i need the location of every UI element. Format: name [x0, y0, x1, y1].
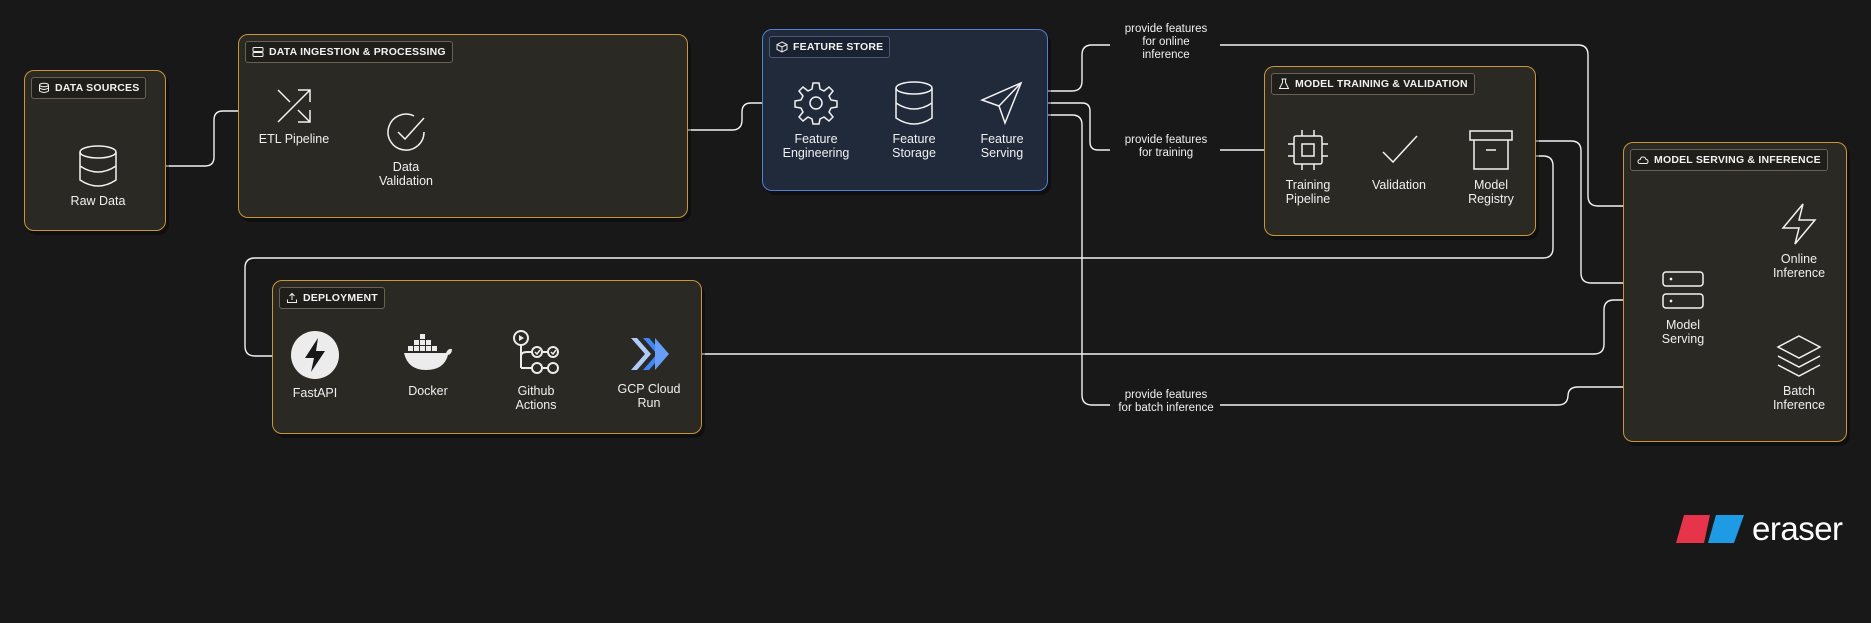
eraser-logo-text: eraser: [1752, 510, 1843, 547]
shuffle-icon: [277, 89, 311, 123]
node-label: GCP Cloud Run: [617, 382, 681, 410]
send-icon: [979, 81, 1023, 126]
node-feature-engineering[interactable]: Feature Engineering: [776, 80, 856, 160]
edge-label-online-inference: provide features for online inference: [1112, 23, 1220, 62]
server-icon: [1662, 271, 1704, 309]
database-icon: [39, 82, 49, 93]
node-label: Batch Inference: [1772, 384, 1826, 412]
node-label: Feature Storage: [892, 132, 936, 160]
node-batch-inference[interactable]: Batch Inference: [1759, 334, 1839, 412]
node-feature-serving[interactable]: Feature Serving: [962, 80, 1042, 160]
edge-cloudrun-to-serving: [674, 300, 1662, 355]
group-data-ingestion: DATA INGESTION & PROCESSING: [238, 34, 688, 218]
fastapi-icon: [291, 331, 339, 379]
group-title: DEPLOYMENT: [279, 287, 385, 309]
edge-registry-to-serving: [1515, 140, 1662, 283]
edge-raw-to-etl: [122, 111, 270, 167]
box-icon: [776, 41, 788, 53]
database-icon: [79, 145, 117, 187]
cloud-icon: [1637, 156, 1649, 164]
group-title-text: DEPLOYMENT: [303, 292, 378, 304]
node-label: Training Pipeline: [1285, 178, 1331, 206]
edge-label-training: provide features for training: [1112, 134, 1220, 160]
group-model-training: MODEL TRAINING & VALIDATION: [1264, 66, 1536, 236]
cpu-icon: [1288, 130, 1328, 170]
edge-label-batch-inference: provide features for batch inference: [1112, 389, 1220, 415]
group-deployment: DEPLOYMENT: [272, 280, 702, 434]
node-model-serving[interactable]: Model Serving: [1643, 270, 1723, 346]
edge-serving-to-training: [1027, 102, 1110, 151]
node-docker[interactable]: Docker: [388, 330, 468, 398]
group-title: DATA INGESTION & PROCESSING: [245, 41, 453, 63]
upload-icon: [287, 292, 297, 303]
group-title-text: DATA INGESTION & PROCESSING: [269, 46, 446, 58]
github-actions-icon: [513, 330, 559, 374]
docker-icon: [404, 334, 452, 370]
node-github-actions[interactable]: Github Actions: [496, 328, 576, 412]
check-circle-icon: [387, 113, 425, 151]
group-title-text: DATA SOURCES: [55, 82, 140, 94]
group-title-text: MODEL SERVING & INFERENCE: [1654, 154, 1821, 166]
node-label: Github Actions: [515, 384, 557, 412]
node-label: Raw Data: [70, 194, 126, 208]
node-gcp-cloud-run[interactable]: GCP Cloud Run: [609, 332, 689, 410]
node-etl-pipeline[interactable]: ETL Pipeline: [254, 86, 334, 146]
group-title: DATA SOURCES: [31, 77, 147, 99]
eraser-logo: eraser: [1676, 510, 1843, 548]
node-label: Model Registry: [1468, 178, 1514, 206]
edge-serving-to-online: [1027, 44, 1110, 92]
group-model-serving: MODEL SERVING & INFERENCE: [1623, 142, 1847, 442]
node-feature-storage[interactable]: Feature Storage: [874, 80, 954, 160]
server-icon: [252, 47, 264, 57]
group-title: MODEL SERVING & INFERENCE: [1630, 149, 1828, 171]
node-label: Feature Engineering: [782, 132, 850, 160]
zap-icon: [1781, 203, 1817, 245]
flask-icon: [1278, 78, 1290, 89]
gear-icon: [794, 82, 838, 125]
database-icon: [895, 81, 933, 125]
group-title: FEATURE STORE: [769, 36, 891, 58]
node-label: Data Validation: [379, 160, 433, 188]
node-label: Feature Serving: [980, 132, 1024, 160]
node-raw-data[interactable]: Raw Data: [58, 144, 138, 208]
node-label: Online Inference: [1772, 252, 1826, 280]
group-title-text: FEATURE STORE: [793, 41, 884, 53]
edge-registry-to-fastapi: [244, 155, 1554, 356]
check-icon: [1382, 135, 1418, 164]
node-fastapi[interactable]: FastAPI: [275, 330, 355, 400]
edge-validation-to-feature-eng: [430, 103, 792, 131]
group-data-sources: DATA SOURCES: [24, 70, 166, 231]
layers-icon: [1776, 335, 1822, 377]
node-label: Model Serving: [1661, 318, 1705, 346]
group-title: MODEL TRAINING & VALIDATION: [1271, 73, 1475, 95]
node-online-inference[interactable]: Online Inference: [1759, 202, 1839, 280]
cloud-run-icon: [631, 338, 669, 370]
node-training-pipeline[interactable]: Training Pipeline: [1268, 128, 1348, 206]
node-label: Docker: [408, 384, 448, 398]
edge-serving-to-batch: [1027, 114, 1110, 406]
node-validation[interactable]: Validation: [1359, 128, 1439, 192]
eraser-logo-mark: [1676, 515, 1744, 543]
node-label: Validation: [1372, 178, 1426, 192]
archive-icon: [1469, 130, 1513, 170]
node-label: ETL Pipeline: [258, 132, 330, 146]
node-label: FastAPI: [292, 386, 338, 400]
node-data-validation[interactable]: Data Validation: [366, 110, 446, 188]
node-model-registry[interactable]: Model Registry: [1451, 128, 1531, 206]
group-title-text: MODEL TRAINING & VALIDATION: [1295, 78, 1468, 90]
